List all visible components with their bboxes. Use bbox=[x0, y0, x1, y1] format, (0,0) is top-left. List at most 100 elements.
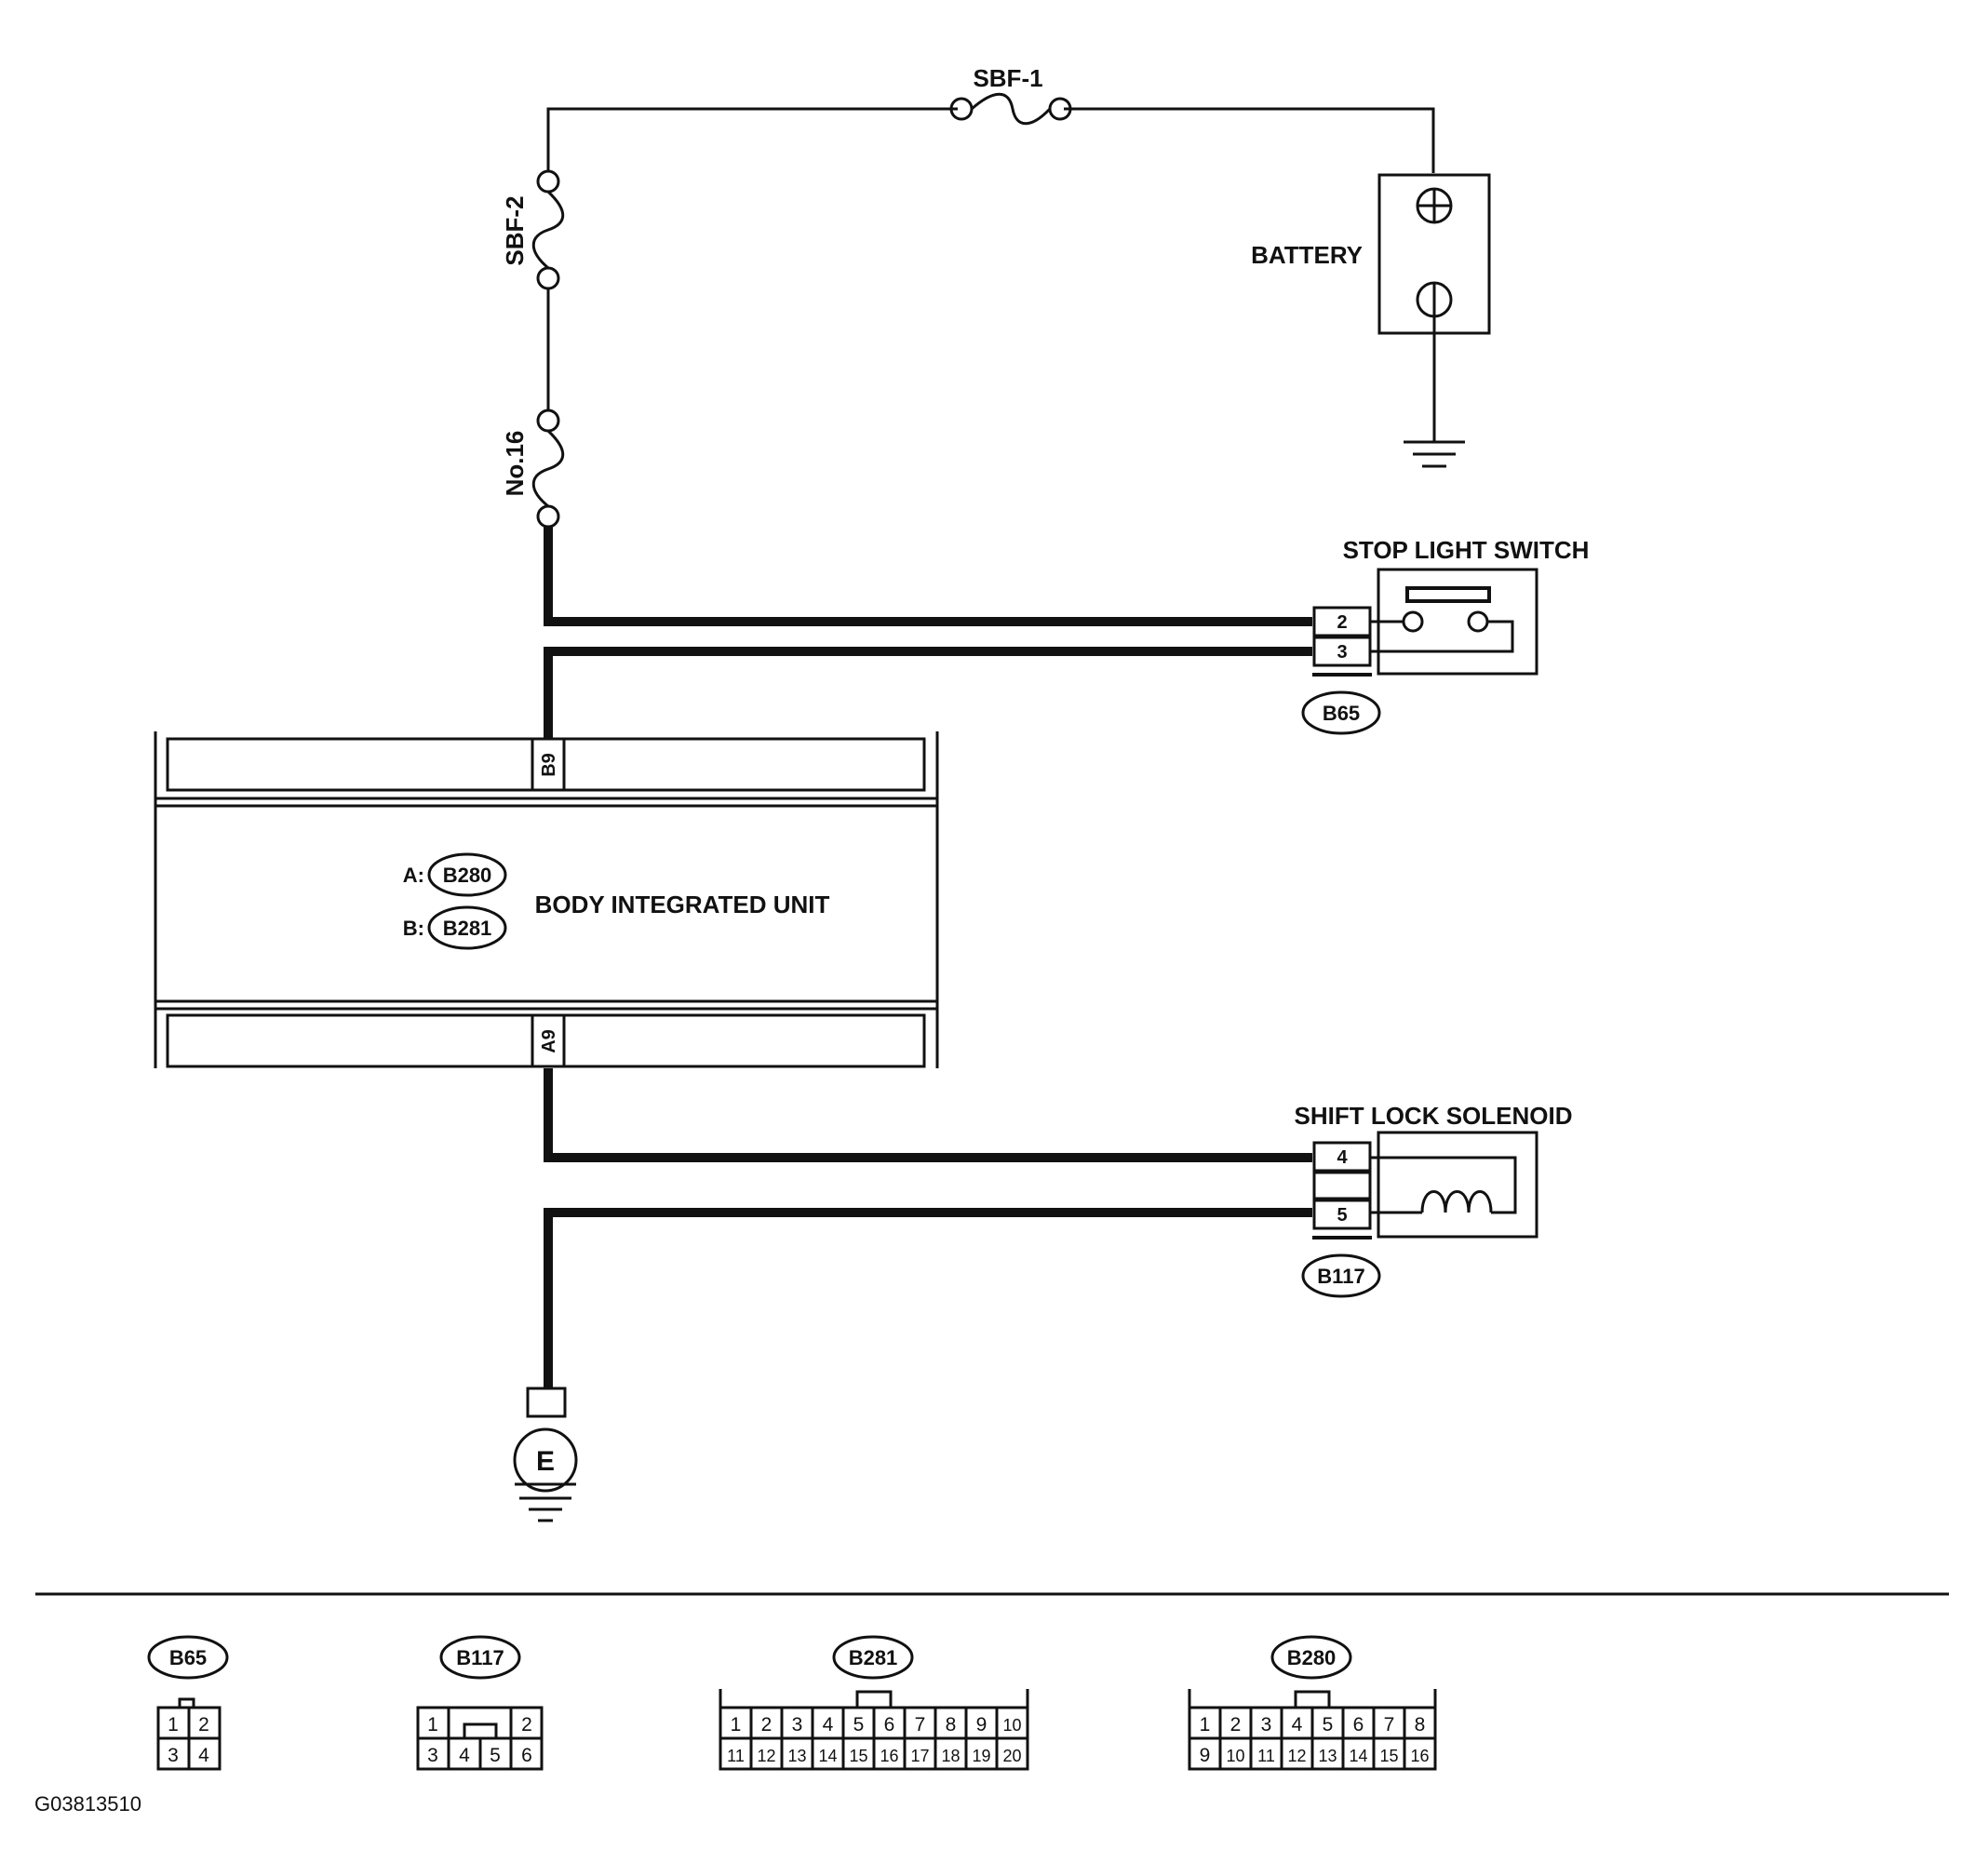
sbf2-label: SBF-2 bbox=[501, 195, 529, 265]
b280-cell: 14 bbox=[1349, 1747, 1367, 1765]
solenoid-connector-oval bbox=[1301, 1253, 1381, 1298]
b280-side-posts bbox=[1188, 1689, 1437, 1708]
b280-cell: 8 bbox=[1415, 1714, 1426, 1735]
b117-cell-6: 6 bbox=[521, 1745, 532, 1766]
biu-pin-b9-label: B9 bbox=[539, 753, 559, 777]
b281-cell: 17 bbox=[910, 1747, 929, 1765]
ground-e-circle bbox=[513, 1427, 578, 1493]
fuse-sbf2-terminal-bottom bbox=[536, 266, 560, 290]
biu-connector-a-oval bbox=[427, 852, 507, 897]
stop-switch-return-wire bbox=[1370, 620, 1514, 653]
b281-cell: 10 bbox=[1002, 1716, 1021, 1735]
b280-cell: 7 bbox=[1384, 1714, 1395, 1735]
stop-switch-pin2-label: 2 bbox=[1337, 612, 1347, 633]
connector-view-b280-id: B280 bbox=[1287, 1646, 1337, 1669]
stop-switch-connector-id: B65 bbox=[1323, 702, 1360, 725]
ground-e-symbol bbox=[519, 1496, 571, 1522]
connector-view-b281-id: B281 bbox=[849, 1646, 898, 1669]
b281-cell: 1 bbox=[731, 1714, 742, 1735]
ground-e-letter: E bbox=[536, 1446, 555, 1477]
b281-cell: 4 bbox=[823, 1714, 834, 1735]
b280-cell: 4 bbox=[1292, 1714, 1303, 1735]
b281-cell: 12 bbox=[757, 1747, 775, 1765]
b117-cell-1: 1 bbox=[427, 1714, 438, 1735]
biu-pin-b9-cell bbox=[531, 737, 566, 792]
b117-cell-3: 3 bbox=[427, 1745, 438, 1766]
solenoid-pin5-cell bbox=[1312, 1199, 1372, 1230]
stop-switch-actuator bbox=[1405, 586, 1491, 603]
connector-view-b117: B117 1 2 3 4 5 6 bbox=[416, 1635, 544, 1771]
no16-label: No.16 bbox=[501, 431, 529, 497]
b65-cell-1: 1 bbox=[168, 1714, 179, 1735]
b281-cell: 7 bbox=[915, 1714, 926, 1735]
stop-switch-connector-oval bbox=[1301, 690, 1381, 735]
biu-connector-a-id: B280 bbox=[443, 864, 492, 887]
biu-label: BODY INTEGRATED UNIT bbox=[535, 891, 830, 918]
b280-cell: 2 bbox=[1230, 1714, 1242, 1735]
b280-cell: 1 bbox=[1200, 1714, 1211, 1735]
b280-cell: 3 bbox=[1261, 1714, 1272, 1735]
solenoid-pin5-label: 5 bbox=[1337, 1205, 1347, 1226]
b65-cell-4: 4 bbox=[198, 1745, 209, 1766]
b280-cell: 13 bbox=[1318, 1747, 1337, 1765]
b281-cell: 6 bbox=[884, 1714, 895, 1735]
fuse-sbf2-terminal-top bbox=[536, 169, 560, 194]
solenoid-body bbox=[1377, 1131, 1538, 1239]
biu-connector-b-oval bbox=[427, 905, 507, 950]
b281-cell: 19 bbox=[972, 1747, 990, 1765]
biu-connector-b-prefix: B: bbox=[403, 917, 424, 940]
solenoid-coil bbox=[1420, 1190, 1493, 1213]
wire-battery-sbf1 bbox=[1064, 107, 1435, 173]
b281-cell: 18 bbox=[941, 1747, 960, 1765]
b65-cell-2: 2 bbox=[198, 1714, 209, 1735]
b280-cell: 16 bbox=[1410, 1747, 1429, 1765]
stop-switch-contact-right bbox=[1467, 610, 1489, 633]
b281-cell: 3 bbox=[792, 1714, 803, 1735]
b281-cell: 15 bbox=[849, 1747, 867, 1765]
connector-view-b281-oval bbox=[832, 1635, 914, 1680]
b280-cell: 12 bbox=[1287, 1747, 1306, 1765]
b280-cell: 5 bbox=[1323, 1714, 1334, 1735]
b281-cell: 9 bbox=[976, 1714, 988, 1735]
b117-cell-5: 5 bbox=[490, 1745, 501, 1766]
ground-e-lug bbox=[526, 1387, 567, 1418]
wire-no16-stop-switch-pin2 bbox=[544, 527, 1312, 626]
b280-cell: 9 bbox=[1200, 1745, 1211, 1766]
b281-cell: 5 bbox=[853, 1714, 865, 1735]
b281-cell: 11 bbox=[727, 1747, 745, 1765]
b65-cell-3: 3 bbox=[168, 1745, 179, 1766]
b281-cell: 2 bbox=[761, 1714, 773, 1735]
fuse-no16-element bbox=[531, 429, 565, 508]
b281-cell: 20 bbox=[1002, 1747, 1021, 1765]
biu-pin-a9-cell bbox=[531, 1013, 566, 1068]
solenoid-connector-id: B117 bbox=[1317, 1265, 1364, 1288]
fuse-sbf1-element bbox=[971, 92, 1052, 126]
stop-switch-contact-left bbox=[1402, 610, 1424, 633]
biu-pin-a9-label: A9 bbox=[539, 1029, 559, 1053]
b280-cell: 10 bbox=[1226, 1747, 1244, 1765]
b281-cell: 13 bbox=[787, 1747, 806, 1765]
connector-view-b117-id: B117 bbox=[456, 1646, 504, 1669]
shift-lock-solenoid-label: SHIFT LOCK SOLENOID bbox=[1295, 1102, 1573, 1130]
stop-switch-pin3-label: 3 bbox=[1337, 642, 1347, 663]
b280-cell: 11 bbox=[1257, 1747, 1275, 1765]
wire-biu-a9-solenoid-pin4 bbox=[544, 1068, 1312, 1162]
b280-cell: 15 bbox=[1379, 1747, 1398, 1765]
b117-cell-4: 4 bbox=[459, 1745, 470, 1766]
battery-ground-symbol bbox=[1404, 440, 1465, 468]
b280-cell: 6 bbox=[1353, 1714, 1364, 1735]
connector-view-b65: B65 1 2 3 4 bbox=[147, 1635, 229, 1771]
wire-stop-switch-pin3-biu-b9 bbox=[544, 647, 1312, 739]
solenoid-empty-cell bbox=[1312, 1171, 1372, 1200]
connector-view-b280-oval bbox=[1270, 1635, 1352, 1680]
b281-side-posts bbox=[719, 1689, 1029, 1708]
b280-key bbox=[1294, 1690, 1331, 1709]
b281-cell: 8 bbox=[946, 1714, 957, 1735]
wire-solenoid-pin5-ground-e bbox=[544, 1208, 1312, 1388]
stop-light-switch-label: STOP LIGHT SWITCH bbox=[1343, 536, 1590, 564]
battery-label: BATTERY bbox=[1251, 241, 1363, 269]
fuse-no16-terminal-bottom bbox=[536, 504, 560, 529]
